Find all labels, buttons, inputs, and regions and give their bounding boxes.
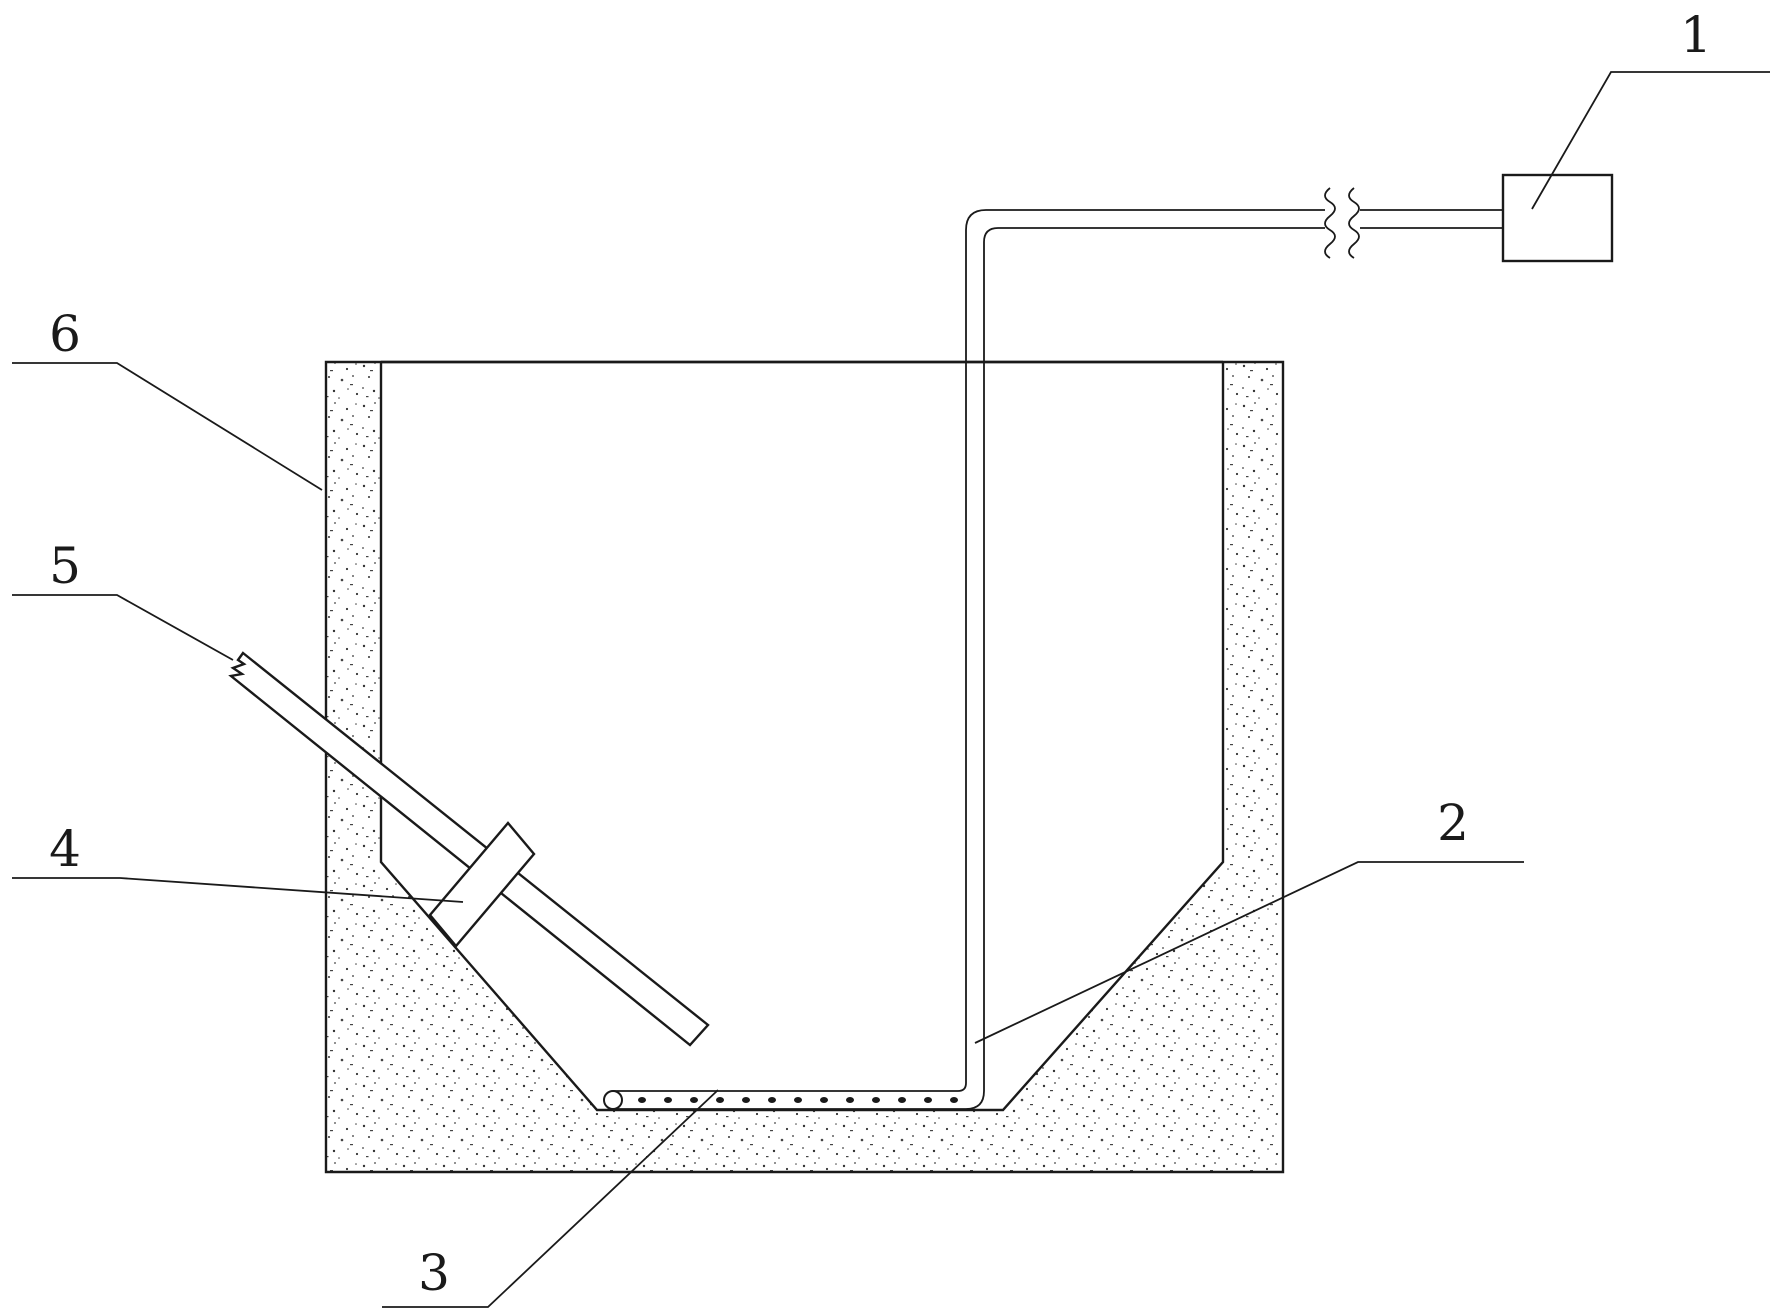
perforated-tube bbox=[603, 1090, 958, 1110]
callout-label-4: 4 bbox=[49, 820, 81, 878]
leader-line-2 bbox=[974, 861, 1524, 1044]
callout-label-2: 2 bbox=[1437, 794, 1469, 852]
callout-label-3: 3 bbox=[418, 1244, 450, 1302]
callout-label-1: 1 bbox=[1680, 6, 1712, 64]
rod-flange bbox=[428, 821, 536, 948]
leader-line-6 bbox=[12, 362, 323, 491]
air-source-box bbox=[1501, 173, 1614, 263]
tube-perforations bbox=[638, 1097, 958, 1103]
callout-label-5: 5 bbox=[49, 537, 81, 595]
inclined-rod bbox=[228, 651, 710, 1047]
callout-label-6: 6 bbox=[49, 305, 81, 363]
leader-lines bbox=[12, 71, 1770, 1308]
leader-line-1 bbox=[1531, 71, 1770, 210]
pipe-break-mark bbox=[1324, 187, 1503, 259]
leader-line-3 bbox=[382, 1089, 719, 1308]
leader-line-5 bbox=[12, 594, 234, 661]
vessel-wall bbox=[324, 360, 1285, 1174]
air-pipe bbox=[613, 209, 1325, 1110]
leader-line-4 bbox=[12, 877, 464, 903]
